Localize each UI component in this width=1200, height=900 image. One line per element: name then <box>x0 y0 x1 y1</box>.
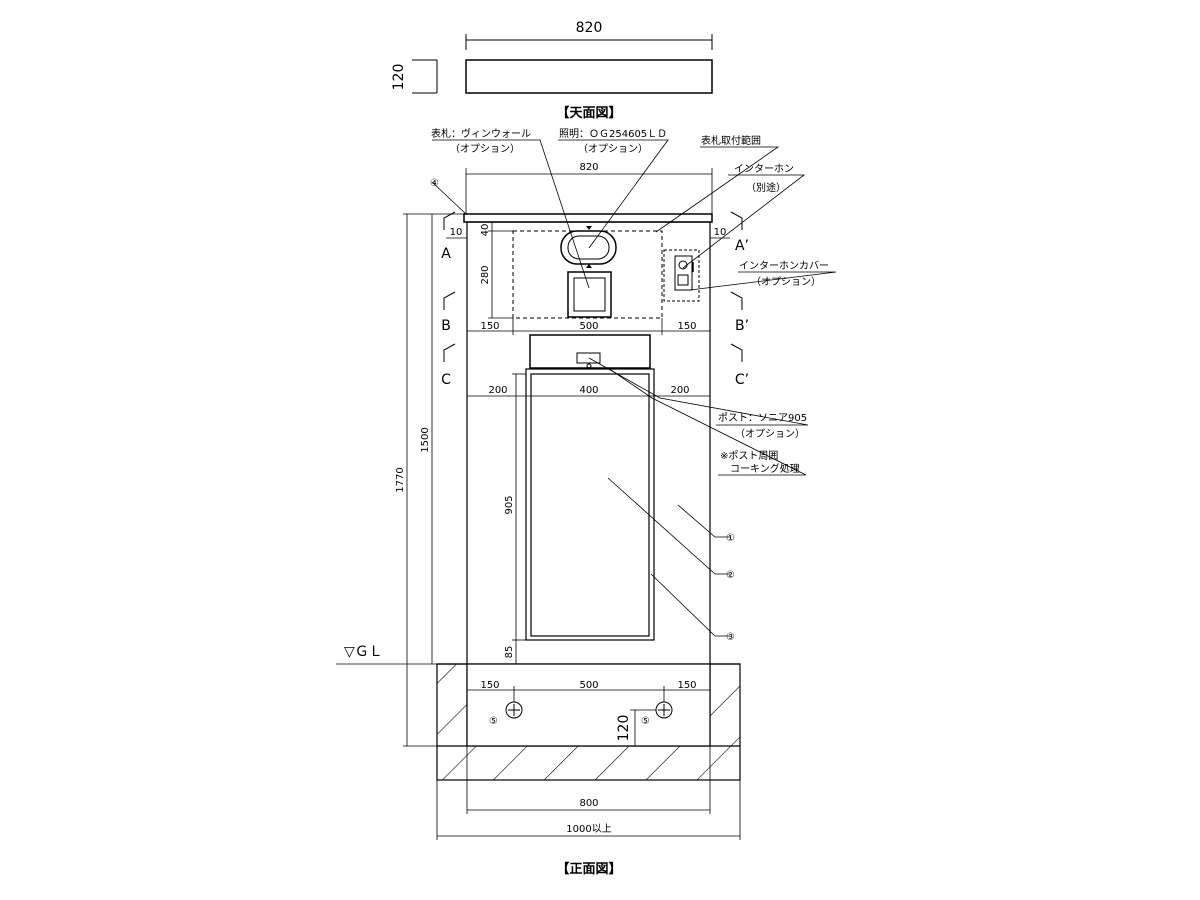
intercom <box>674 255 693 291</box>
marker-3: ③ <box>726 632 735 643</box>
ground-level-label: ▽ＧＬ <box>344 644 383 660</box>
dim-upper-150-right: 150 <box>677 321 696 332</box>
top-view-outline <box>465 59 713 94</box>
marker-1: ① <box>726 533 735 544</box>
marker-2: ② <box>726 570 735 581</box>
dim-edge-right: 10 <box>714 227 727 238</box>
dim-top-width: 820 <box>579 162 598 173</box>
intercom-cover <box>663 249 700 302</box>
front-view <box>436 213 741 781</box>
leader-lines <box>431 139 837 637</box>
dim-upper-500: 500 <box>579 321 598 332</box>
section-label-a: A <box>441 246 451 262</box>
nameplate <box>567 271 612 318</box>
dim-range-280: 280 <box>480 265 491 284</box>
nameplate-option: （オプション） <box>450 143 520 155</box>
top-view <box>412 34 713 94</box>
dim-post-400: 400 <box>579 385 598 396</box>
dim-door-905: 905 <box>504 495 515 514</box>
lighting-option: （オプション） <box>578 143 648 155</box>
section-label-b-prime: B’ <box>735 318 749 334</box>
intercom-note: （別途） <box>746 181 786 194</box>
lighting-callout: 照明：ＯＧ254605ＬＤ <box>559 128 667 140</box>
dim-height-1770: 1770 <box>395 467 406 492</box>
marker-5-left: ⑤ <box>489 716 498 727</box>
nameplate-mounting-range <box>512 230 663 319</box>
section-label-b: B <box>441 318 451 334</box>
intercom-cover-option: （オプション） <box>751 276 821 288</box>
top-view-title: 【天面図】 <box>556 105 621 121</box>
post-callout: ポスト：ソニア905 <box>718 412 807 424</box>
post-door <box>530 373 650 637</box>
nameplate-callout: 表札：ヴィンウォール <box>431 127 531 140</box>
intercom-cover-callout: インターホンカバー <box>739 260 829 272</box>
dim-base-120: 120 <box>616 715 632 742</box>
dim-gap-40: 40 <box>480 224 491 237</box>
dim-width-800: 800 <box>579 798 598 809</box>
post-option: （オプション） <box>735 428 805 440</box>
dim-post-200-right: 200 <box>670 385 689 396</box>
dim-post-200-left: 200 <box>488 385 507 396</box>
dim-base-150-right: 150 <box>677 680 696 691</box>
section-markers <box>443 211 743 362</box>
wall-cap <box>463 213 713 223</box>
top-view-height-dim: 120 <box>391 64 407 91</box>
section-label-a-prime: A’ <box>735 238 749 254</box>
dim-height-1500: 1500 <box>420 427 431 452</box>
marker-4: ④ <box>430 178 439 189</box>
caulking-note-2: コーキング処理 <box>730 462 800 475</box>
caulking-note-1: ※ポスト周囲 <box>720 450 778 462</box>
dim-edge-left: 10 <box>450 227 463 238</box>
nameplate-range-callout: 表札取付範囲 <box>701 134 761 147</box>
dim-width-1000: 1000以上 <box>566 823 611 835</box>
lighting-fixture <box>560 230 617 265</box>
section-label-c: C <box>441 372 451 388</box>
post-door-frame <box>525 368 655 641</box>
dim-upper-150-left: 150 <box>480 321 499 332</box>
dim-base-150-left: 150 <box>480 680 499 691</box>
marker-5-right: ⑤ <box>641 716 650 727</box>
dimension-lines <box>336 168 741 840</box>
front-view-title: 【正面図】 <box>556 861 621 877</box>
intercom-callout: インターホン <box>734 163 794 175</box>
top-view-width-dim: 820 <box>576 20 603 36</box>
section-label-c-prime: C’ <box>735 372 749 388</box>
dim-bottom-85: 85 <box>504 646 515 659</box>
dim-base-500: 500 <box>579 680 598 691</box>
post-slot <box>576 352 601 364</box>
